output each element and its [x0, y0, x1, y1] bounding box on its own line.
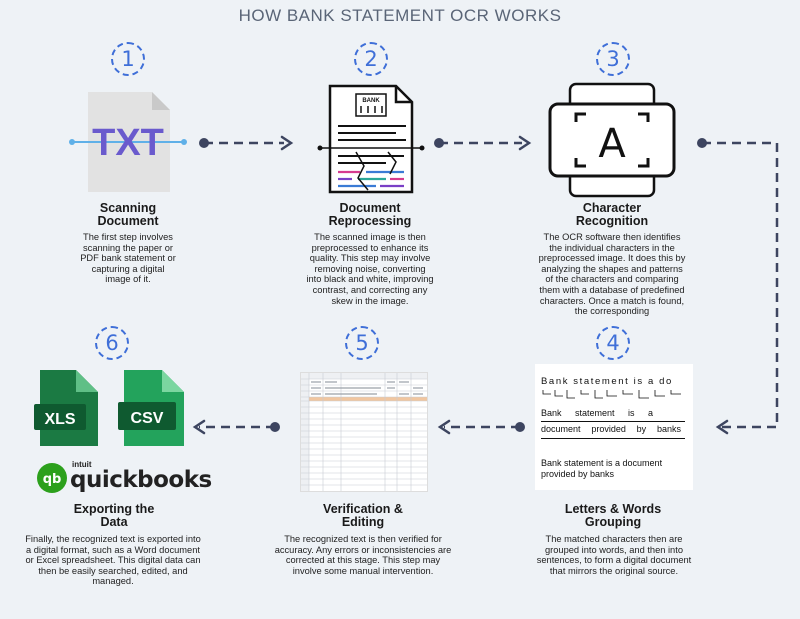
scanned-document-icon: TXT — [69, 92, 187, 192]
quickbooks-logo: qb intuit quickbooks — [36, 458, 212, 498]
qb-badge-icon: qb — [37, 463, 67, 493]
step-4-description: The matched characters then are grouped … — [536, 534, 692, 576]
svg-text:qb: qb — [43, 472, 62, 487]
step-4-number: 4 — [596, 326, 630, 360]
xls-file-icon: XLS — [34, 370, 98, 446]
page-title: HOW BANK STATEMENT OCR WORKS — [238, 6, 562, 25]
spreadsheet-preview — [300, 372, 428, 492]
step-3-description: The OCR software then identifies the ind… — [538, 232, 686, 317]
intuit-label: intuit — [72, 460, 92, 469]
csv-label: CSV — [131, 410, 164, 427]
xls-label: XLS — [44, 411, 75, 428]
character-sequence: Bank statement is a do — [541, 376, 673, 387]
recognized-character: A — [598, 121, 626, 167]
quickbooks-wordmark: quickbooks — [70, 467, 212, 493]
bank-document-icon: BANK — [317, 84, 425, 194]
step-6-description: Finally, the recognized text is exported… — [25, 534, 201, 587]
step-1-number: 1 — [111, 42, 145, 76]
step-6-number: 6 — [95, 326, 129, 360]
step-2-number: 2 — [354, 42, 388, 76]
step-1-description: The first step involves scanning the pap… — [80, 232, 176, 285]
bank-label: BANK — [362, 98, 380, 104]
step-5-number: 5 — [345, 326, 379, 360]
csv-file-icon: CSV — [118, 370, 184, 446]
step-5-description: The recognized text is then verified for… — [274, 534, 452, 576]
step-3-number: 3 — [596, 42, 630, 76]
spreadsheet-grid — [301, 373, 427, 491]
character-recognition-icon: A — [548, 82, 676, 198]
step-5-title: Verification &Editing — [323, 502, 403, 529]
step-2-description: The scanned image is then preprocessed t… — [306, 232, 434, 306]
scan-text: TXT — [92, 122, 164, 164]
character-brackets — [542, 390, 681, 399]
